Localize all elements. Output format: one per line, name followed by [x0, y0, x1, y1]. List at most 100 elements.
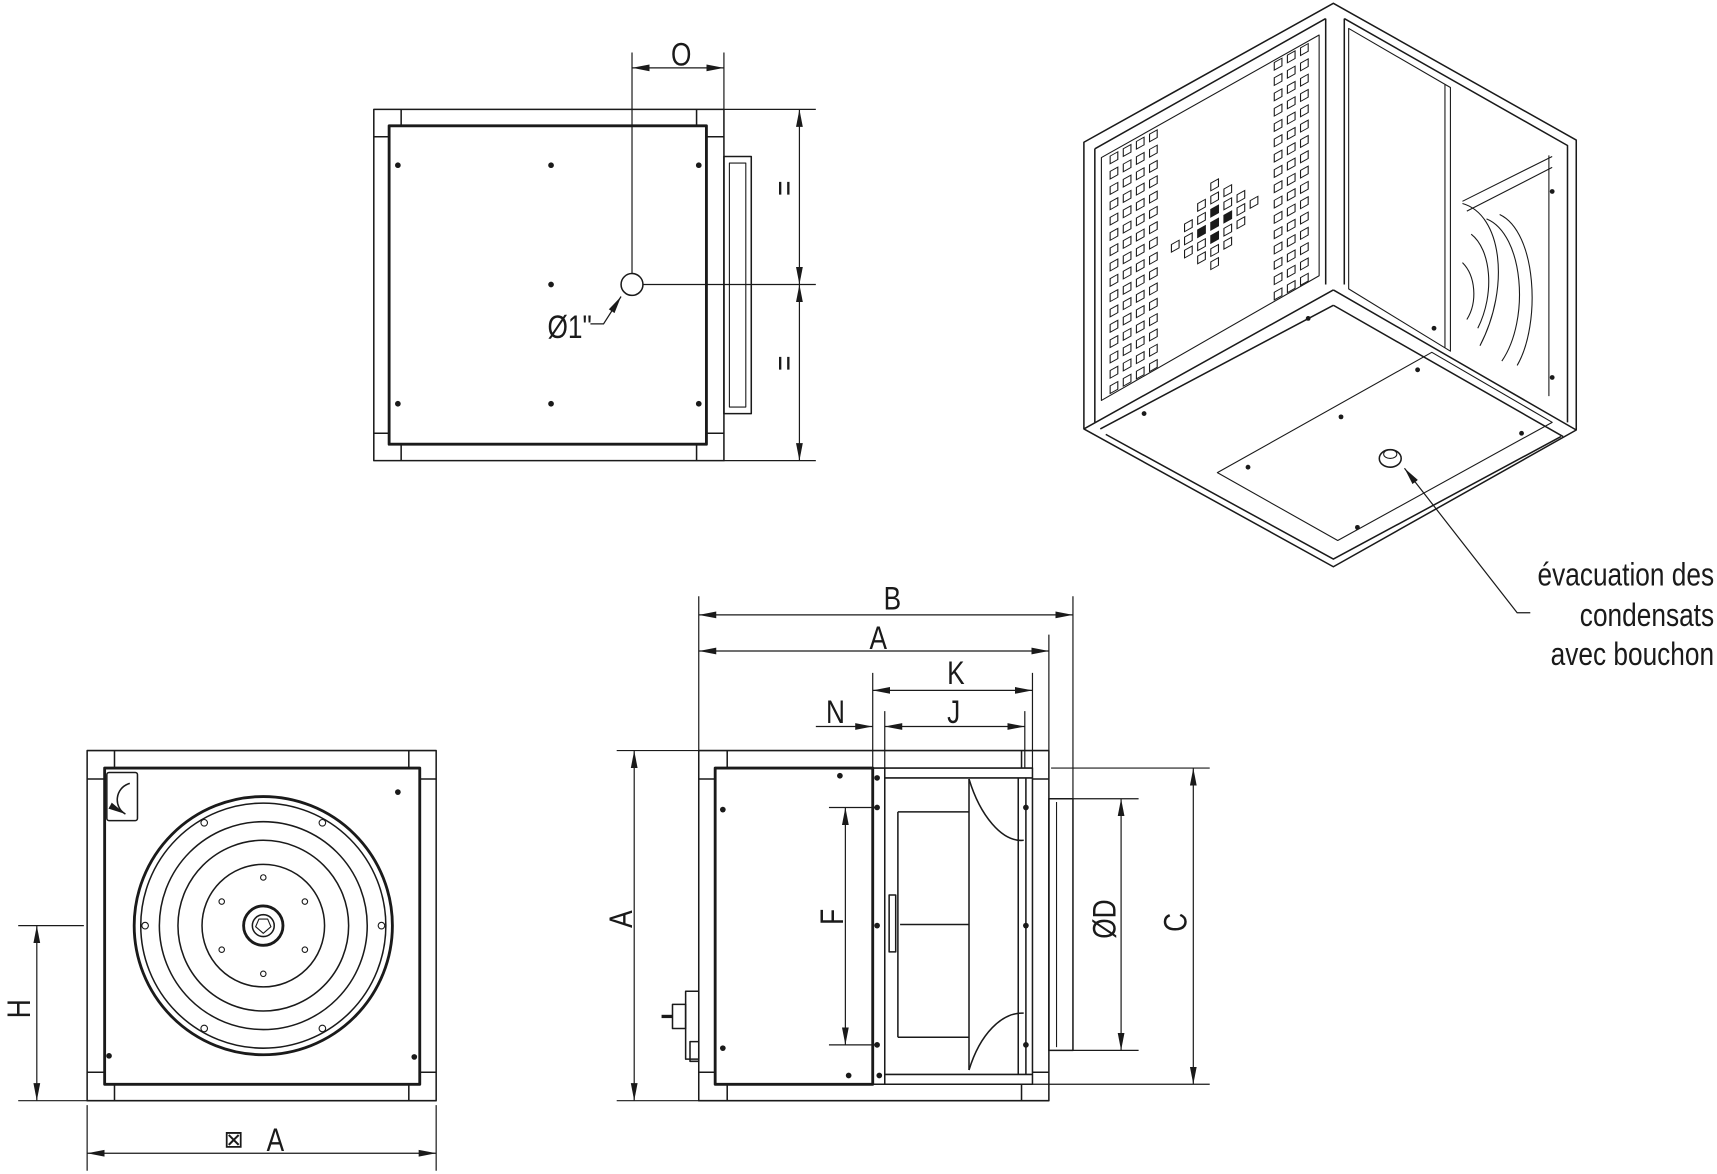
perforation-hole — [1299, 58, 1309, 72]
perforation-hole — [1236, 189, 1246, 204]
perforation-hole — [1135, 212, 1145, 227]
hub — [242, 904, 285, 947]
perforation-hole — [1109, 242, 1119, 257]
perforation-hole — [1273, 149, 1283, 163]
plate-bolt — [301, 898, 309, 905]
iso-screws — [1141, 189, 1555, 530]
perforation-hole — [1122, 189, 1132, 204]
perforation-hole — [1135, 289, 1145, 304]
perforation-hole — [1122, 143, 1132, 158]
screw — [1549, 375, 1555, 380]
perforation-hole — [1286, 126, 1296, 141]
perforation-hole — [1197, 211, 1206, 226]
label-n: N — [826, 695, 845, 731]
perforation-hole — [1135, 274, 1145, 288]
front-view: H ⊠ A — [2, 749, 437, 1171]
perforation-hole — [1286, 50, 1296, 64]
label-port-diameter: Ø1" — [547, 309, 591, 345]
perforation-hole — [1273, 72, 1283, 87]
side-outlet-collar — [1048, 797, 1074, 1052]
perforation-hole — [1135, 243, 1145, 258]
perforation-hole — [1210, 230, 1220, 245]
iso-perforated-sheet — [1100, 34, 1320, 401]
label-a-vertical: A — [603, 910, 639, 928]
perforation-hole — [1122, 312, 1132, 326]
side-view-corner-joints — [698, 750, 1049, 1101]
perforation-hole — [1148, 251, 1158, 266]
label-b: B — [884, 581, 902, 617]
screw — [1023, 804, 1029, 811]
isometric-view: évacuation des condensats avec bouchon — [1083, 2, 1714, 673]
perforation-hole — [1273, 87, 1283, 102]
inlet-ring-outer — [132, 795, 394, 1057]
perforation-hole — [1210, 191, 1220, 205]
square-section-symbol: ⊠ — [224, 1126, 244, 1154]
port-leader-line — [590, 296, 622, 325]
perforation-hole — [1148, 343, 1158, 358]
perforation-hole — [1135, 335, 1145, 350]
ring-bolt — [377, 921, 386, 930]
hub-nut — [255, 918, 272, 934]
label-front-width: A — [267, 1122, 285, 1158]
screw — [395, 400, 401, 407]
fan-blade — [1486, 218, 1521, 362]
ring-bolt — [318, 1024, 327, 1033]
perforation-hole — [1135, 366, 1145, 380]
impeller-shroud-top — [968, 778, 1024, 842]
screw — [106, 1052, 112, 1059]
perforation-hole — [1109, 227, 1119, 242]
perforation-hole — [1210, 243, 1220, 258]
side-view-panel — [713, 766, 875, 1086]
perforation-hole — [1148, 266, 1158, 281]
screw — [411, 1054, 418, 1060]
callout-line-3: avec bouchon — [1551, 637, 1714, 673]
perforation-hole — [1135, 320, 1145, 334]
perforation-hole — [1122, 220, 1132, 234]
perforation-hole — [1286, 95, 1296, 110]
screw — [874, 804, 880, 811]
perforation-hole — [1286, 264, 1296, 279]
fan-blade — [1470, 233, 1490, 329]
perforation-hole — [1109, 288, 1119, 303]
callout-line-1: évacuation des — [1537, 557, 1714, 593]
perforation-hole — [1286, 141, 1296, 156]
perforation-hole — [1299, 42, 1309, 57]
perforation-hole — [1148, 159, 1158, 174]
label-o: O — [671, 37, 691, 73]
perforation-hole — [1109, 196, 1119, 211]
condensate-drain-plug-top — [1383, 449, 1398, 459]
inlet-cone-inner — [177, 839, 350, 1012]
perforation-hole — [1286, 233, 1296, 248]
perforation-hole — [1273, 57, 1283, 71]
perforation-hole — [1109, 273, 1119, 288]
perforation-hole — [1299, 73, 1309, 87]
perforation-hole — [1273, 118, 1283, 133]
label-d: ØD — [1087, 899, 1123, 938]
perforation-hole — [1148, 174, 1158, 189]
fan-section-frame — [883, 768, 1033, 1085]
perforation-hole — [1299, 241, 1309, 256]
perforation-hole — [1286, 249, 1296, 263]
top-view-screws — [395, 162, 702, 407]
plate-bolt — [218, 946, 225, 953]
perforation-hole — [1122, 235, 1132, 250]
perforation-hole — [1109, 365, 1119, 380]
perforation-hole — [1299, 88, 1309, 103]
perforation-hole — [1299, 134, 1309, 149]
perforation-hole — [1286, 80, 1296, 95]
perforation-hole — [1109, 319, 1119, 334]
screw — [719, 806, 726, 813]
perforation-hole — [1122, 296, 1132, 311]
perforation-hole — [1286, 172, 1296, 187]
top-view-extension-lines — [631, 52, 816, 462]
perforation-hole — [1135, 136, 1145, 150]
screw — [695, 400, 702, 407]
perforation-hole — [1148, 190, 1158, 204]
perforation-hole — [1299, 149, 1309, 164]
perforation-hole — [1249, 195, 1259, 210]
perforation-hole — [1122, 266, 1132, 280]
perforation-hole — [1223, 236, 1233, 250]
label-j: J — [947, 695, 960, 731]
screw — [1141, 411, 1147, 416]
perforation-hole — [1135, 228, 1145, 242]
